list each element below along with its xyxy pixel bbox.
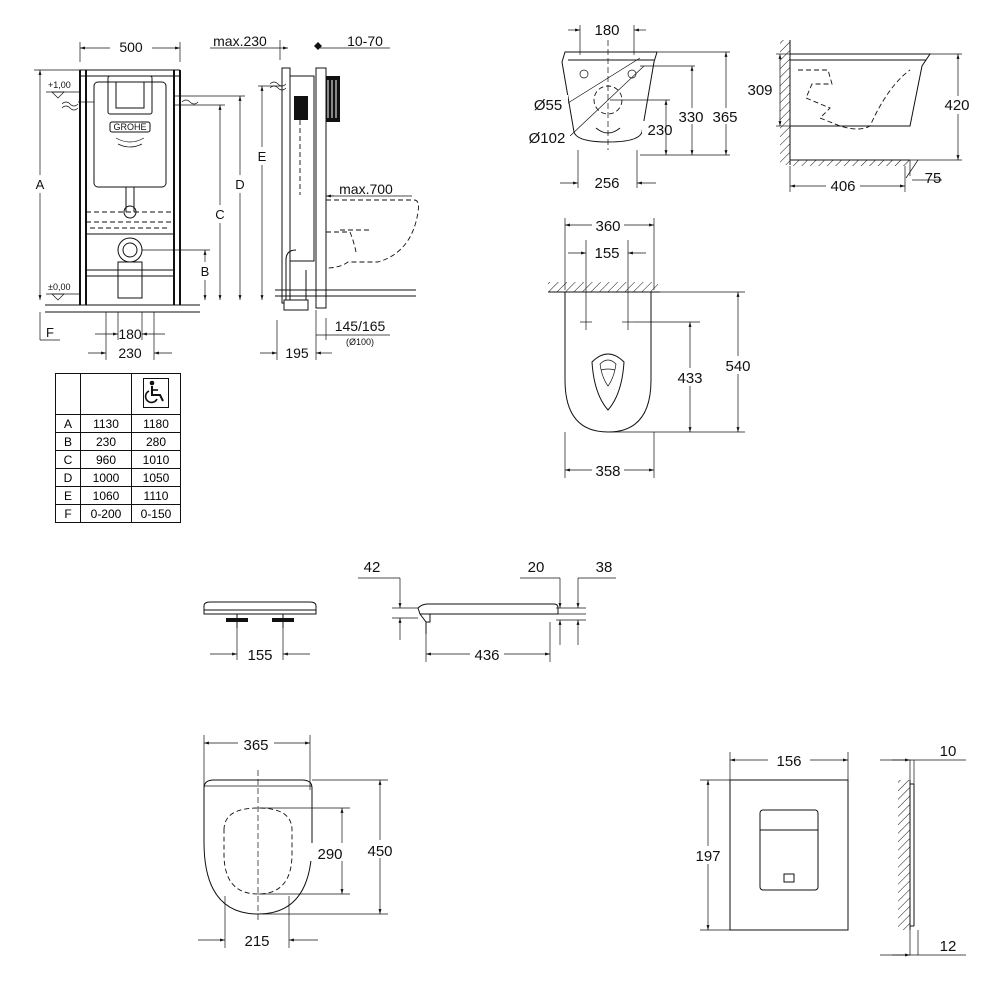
dim-230-bowl: 230: [647, 122, 672, 139]
dim-215: 215: [244, 933, 269, 950]
wheelchair-icon: [143, 377, 169, 408]
dim-365-seat: 365: [243, 737, 268, 754]
bowl-side-view: 309 420 406 75: [745, 40, 972, 195]
dim-180-frame: 180: [118, 326, 142, 342]
table-cell-standard: 1130: [80, 414, 132, 433]
flush-plate-front: 156 197: [690, 751, 849, 931]
table-cell-accessible: 1110: [131, 486, 181, 505]
seat-side-view: 42 20 38 436: [358, 559, 616, 664]
dim-406: 406: [830, 178, 855, 195]
installation-frame-front: 500 GROHE: [33, 38, 285, 361]
dim-365-bowl: 365: [712, 109, 737, 126]
dim-436: 436: [474, 647, 499, 664]
dim-290: 290: [317, 846, 342, 863]
level-bottom-label: ±0,00: [48, 282, 70, 292]
dim-145-165: 145/165: [335, 318, 386, 334]
flush-plate-side: 10 12: [880, 743, 966, 957]
table-header-accessible: [131, 373, 181, 415]
seat-top-view: 365 290 450 215: [198, 734, 400, 950]
seat-front-view: 155: [203, 601, 317, 664]
dim-230-frame: 230: [118, 345, 142, 361]
table-cell-accessible: 280: [131, 432, 181, 451]
dim-358: 358: [595, 463, 620, 480]
table-cell-key: E: [55, 486, 81, 505]
dim-10-70: 10-70: [347, 33, 383, 49]
dim-pipe-diameter: (Ø100): [346, 337, 374, 347]
table-cell-accessible: 0-150: [131, 504, 181, 523]
dim-156: 156: [776, 753, 801, 770]
table-cell-key: B: [55, 432, 81, 451]
table-cell-key: F: [55, 504, 81, 523]
dim-420: 420: [944, 97, 969, 114]
brand-logo: GROHE: [113, 122, 146, 132]
dim-75: 75: [925, 170, 942, 187]
table-cell-accessible: 1010: [131, 450, 181, 469]
dim-360: 360: [595, 218, 620, 235]
dim-max700: max.700: [339, 181, 393, 197]
dim-180-bowl: 180: [594, 22, 619, 39]
dim-500: 500: [119, 39, 143, 55]
label-b: B: [201, 264, 210, 279]
dim-195: 195: [285, 345, 309, 361]
table-cell-key: A: [55, 414, 81, 433]
label-f: F: [46, 325, 54, 340]
dim-d55: Ø55: [534, 97, 562, 114]
table-header-key: [55, 373, 81, 415]
label-d: D: [235, 177, 244, 192]
table-cell-standard: 0-200: [80, 504, 132, 523]
dim-155-seat: 155: [247, 647, 272, 664]
dim-330: 330: [678, 109, 703, 126]
dim-max230: max.230: [213, 33, 267, 49]
bowl-front-view: 180 Ø55 Ø102 230 330 365 256: [524, 22, 739, 192]
table-header-standard: [80, 373, 132, 415]
table-cell-key: C: [55, 450, 81, 469]
label-a: A: [36, 177, 45, 192]
table-cell-accessible: 1050: [131, 468, 181, 487]
dim-433: 433: [677, 370, 702, 387]
table-cell-standard: 960: [80, 450, 132, 469]
table-cell-accessible: 1180: [131, 414, 181, 433]
dim-12: 12: [940, 938, 957, 955]
table-cell-standard: 230: [80, 432, 132, 451]
dim-38: 38: [596, 559, 613, 576]
table-cell-standard: 1000: [80, 468, 132, 487]
dim-540: 540: [725, 358, 750, 375]
installation-frame-side: max.230 10-70 max.700: [210, 33, 419, 361]
table-cell-key: D: [55, 468, 81, 487]
dim-10: 10: [940, 743, 957, 760]
dim-42: 42: [364, 559, 381, 576]
table-header-row: [55, 373, 181, 415]
dim-155-bowl: 155: [594, 245, 619, 262]
dim-20: 20: [528, 559, 545, 576]
table-cell-standard: 1060: [80, 486, 132, 505]
dim-309: 309: [747, 82, 772, 99]
level-top-label: +1,00: [48, 80, 71, 90]
dim-256: 256: [594, 175, 619, 192]
label-c: C: [215, 207, 224, 222]
bowl-top-view: 360 155 433 540 358: [548, 216, 754, 480]
label-e: E: [258, 149, 267, 164]
dim-197: 197: [695, 848, 720, 865]
dim-d102: Ø102: [529, 130, 566, 147]
dim-450: 450: [367, 843, 392, 860]
